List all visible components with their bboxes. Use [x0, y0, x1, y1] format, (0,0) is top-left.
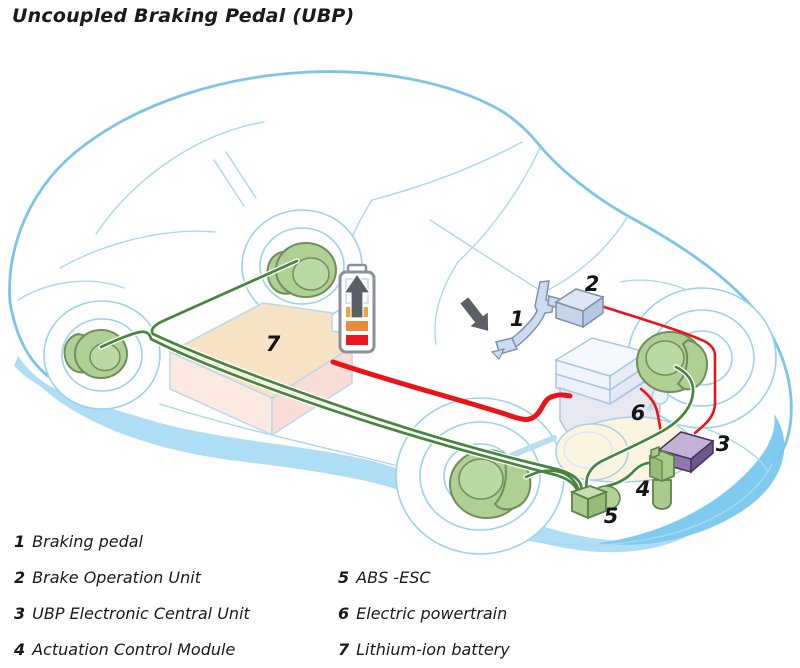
legend-num: 4 [14, 640, 26, 659]
legend-num: 3 [14, 604, 26, 623]
callout-2: 2 [585, 272, 600, 296]
red-power-lines [330, 304, 717, 435]
legend-item-1: 1 Braking pedal [14, 532, 250, 568]
legend-item-3: 3 UBP Electronic Central Unit [14, 604, 250, 640]
braking-pedal [490, 280, 561, 361]
gauge-bar-red [346, 335, 368, 345]
legend-num: 2 [14, 568, 26, 587]
callout-1: 1 [510, 307, 525, 331]
legend-num: 7 [338, 640, 350, 659]
page-title: Uncoupled Braking Pedal (UBP) [12, 5, 355, 27]
actuation-control-module [649, 445, 675, 510]
brake-disc-rear-right [266, 242, 337, 298]
up-arrow-icon [342, 272, 372, 319]
car-shadow [14, 356, 785, 553]
legend-item-4: 4 Actuation Control Module [14, 640, 250, 668]
lithium-ion-battery [168, 302, 353, 437]
callout-7: 7 [266, 332, 281, 356]
callout-6: 6 [631, 401, 646, 425]
callout-4: 4 [635, 477, 651, 501]
abs-esc-unit [569, 485, 621, 520]
legend-num: 1 [14, 532, 26, 551]
legend-label: UBP Electronic Central Unit [32, 604, 250, 623]
legend-item-7: 7 Lithium-ion battery [338, 640, 510, 668]
gauge-bar-orange-2 [346, 321, 368, 331]
legend-num: 6 [338, 604, 350, 623]
battery-charge-icon [338, 263, 376, 354]
legend-label: Lithium-ion battery [356, 640, 510, 659]
diagram-callouts: 1 2 3 4 5 6 7 [266, 272, 731, 528]
legend-left-column: 1 Braking pedal 2 Brake Operation Unit 3 UB… [14, 532, 250, 668]
legend-label: Electric powertrain [356, 604, 508, 623]
legend-item-5: 5 ABS -ESC [338, 568, 510, 604]
brake-operation-unit [554, 288, 605, 329]
legend-num: 5 [338, 568, 350, 587]
callout-5: 5 [604, 504, 619, 528]
callout-3: 3 [716, 432, 731, 456]
legend-label: Actuation Control Module [32, 640, 236, 659]
legend-label: Brake Operation Unit [32, 568, 201, 587]
legend-item-2: 2 Brake Operation Unit [14, 568, 250, 604]
pedal-pointer-arrow-icon [458, 295, 490, 333]
legend-item-6: 6 Electric powertrain [338, 604, 510, 640]
legend-label: Braking pedal [32, 532, 143, 551]
green-brake-lines [98, 258, 696, 500]
legend-right-column: 5 ABS -ESC 6 Electric powertrain 7 Lithium-… [338, 568, 510, 668]
legend-label: ABS -ESC [356, 568, 431, 587]
